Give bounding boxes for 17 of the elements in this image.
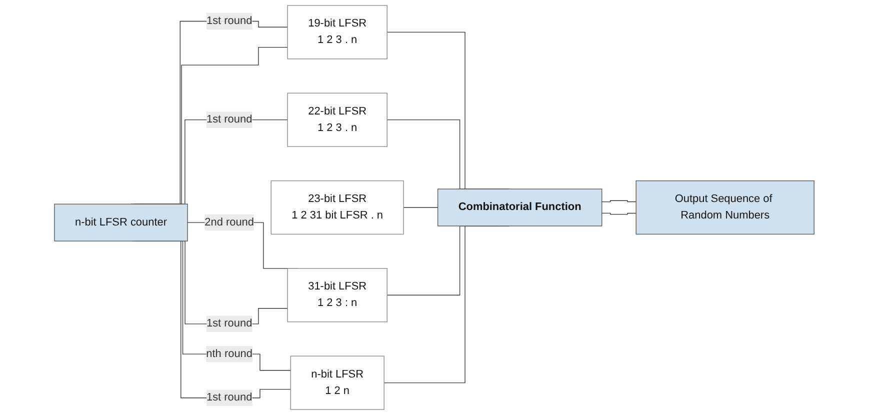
edge-label: 1st round: [206, 318, 252, 330]
edge-label: 1st round: [206, 15, 252, 27]
node-box: n-bit LFSR 1 2 n: [290, 356, 385, 410]
connector: [602, 212, 637, 215]
edge-label: 1st round: [206, 114, 252, 126]
connector: [403, 207, 438, 208]
edge-label: 1st round: [206, 392, 252, 404]
node-box: 19-bit LFSR 1 2 3 . n: [287, 5, 388, 60]
node-box: 22-bit LFSR 1 2 3 . n: [287, 92, 388, 147]
node-box: Combinatorial Function: [438, 188, 602, 226]
node-box: 31-bit LFSR 1 2 3 : n: [287, 268, 388, 322]
node-box: 23-bit LFSR 1 2 31 bit LFSR . n: [270, 180, 404, 235]
edge-label: 2nd round: [204, 216, 254, 228]
edge-label: nth round: [206, 348, 253, 360]
connector: [602, 200, 637, 202]
node-box: n-bit LFSR counter: [54, 204, 188, 242]
node-box: Output Sequence of Random Numbers: [636, 180, 815, 235]
